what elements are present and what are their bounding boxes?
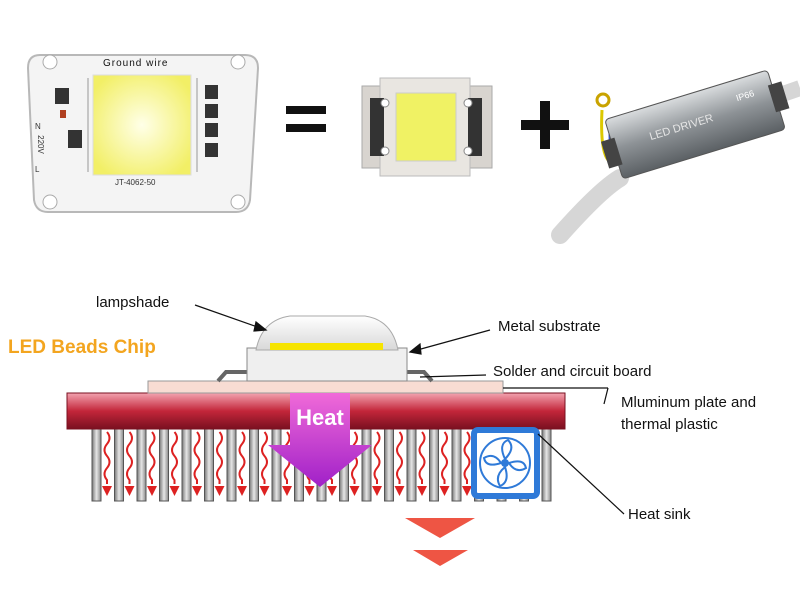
heat-wave (193, 431, 201, 484)
heat-sink-fin (271, 427, 282, 502)
heat-sink-fin (226, 427, 237, 502)
heat-wave-arrowhead (214, 486, 225, 496)
heat-sink-fin (159, 427, 169, 502)
label-solder: Solder and circuit board (493, 363, 652, 380)
led-chip (270, 343, 383, 350)
metal-substrate (246, 347, 408, 382)
heat-sink-fin (451, 427, 462, 502)
diagram-title: LED Beads Chip (8, 337, 156, 358)
heat-wave (463, 431, 471, 484)
label-aluminum-line2: thermal plastic (621, 416, 718, 433)
label-metal-substrate: Metal substrate (498, 318, 601, 335)
heat-wave-arrowhead (304, 486, 315, 496)
lampshade (255, 315, 399, 351)
heat-wave-arrowhead (147, 486, 157, 496)
heat-sink-fin (384, 427, 394, 502)
down-arrow-2 (413, 550, 468, 566)
heat-wave (396, 431, 403, 484)
heat-sink-fin (136, 427, 147, 502)
cob-side-220v: 220V (35, 135, 45, 154)
heat-label: Heat (296, 405, 344, 430)
heat-wave-arrowhead (417, 486, 427, 496)
heat-wave-arrowhead (237, 486, 247, 496)
heat-wave-arrowhead (282, 486, 292, 496)
heat-sink-fin (249, 427, 259, 502)
heat-wave (126, 431, 133, 484)
heat-sink-fin (91, 427, 102, 502)
label-heat-sink: Heat sink (628, 506, 691, 523)
led-driver-image: LED DRIVER IP66 (551, 70, 800, 244)
heat-wave-arrowhead (439, 486, 450, 496)
led-chip-image (361, 77, 493, 177)
heat-sink-fin (406, 427, 417, 502)
heat-sink-fin (361, 427, 372, 502)
cob-label-bottom: JT-4062-50 (115, 178, 156, 187)
heat-wave-arrowhead (462, 486, 472, 496)
heat-wave (238, 431, 246, 484)
heat-sink-fin (114, 427, 124, 502)
heat-wave-arrowhead (169, 486, 180, 496)
heat-wave-arrowhead (394, 486, 405, 496)
heat-wave (216, 431, 223, 484)
heat-wave (418, 431, 426, 484)
solder-lead-left (216, 370, 252, 383)
equals-sign (286, 106, 326, 132)
heat-wave (148, 431, 156, 484)
label-aluminum-line1: Mluminum plate and (621, 394, 757, 411)
heat-wave-arrowhead (327, 486, 337, 496)
heat-arrow (268, 393, 372, 487)
heat-sink-fin (429, 427, 439, 502)
fan-icon (471, 427, 540, 499)
heat-wave (261, 431, 268, 484)
solder-lead-right (402, 370, 434, 383)
leader-lines (194, 304, 625, 515)
down-arrow-1 (405, 518, 475, 538)
heat-wave-arrowhead (192, 486, 202, 496)
heat-sink-fin (204, 427, 214, 502)
heat-wave-arrowhead (124, 486, 135, 496)
cob-side-l: L (35, 165, 40, 174)
plus-sign (521, 101, 569, 149)
heat-sink-fin (181, 427, 192, 502)
cob-module-image (26, 54, 260, 213)
heat-wave-arrowhead (102, 486, 112, 496)
heat-wave (373, 431, 381, 484)
label-lampshade: lampshade (96, 294, 170, 311)
heat-wave (441, 431, 448, 484)
cob-label-top: Ground wire (103, 58, 169, 69)
heat-wave-arrowhead (372, 486, 382, 496)
cob-side-n: N (35, 122, 41, 131)
heat-wave (103, 431, 111, 484)
heat-wave-arrowhead (259, 486, 270, 496)
circuit-board (147, 380, 504, 394)
heat-wave (171, 431, 178, 484)
heat-wave-arrowhead (349, 486, 360, 496)
